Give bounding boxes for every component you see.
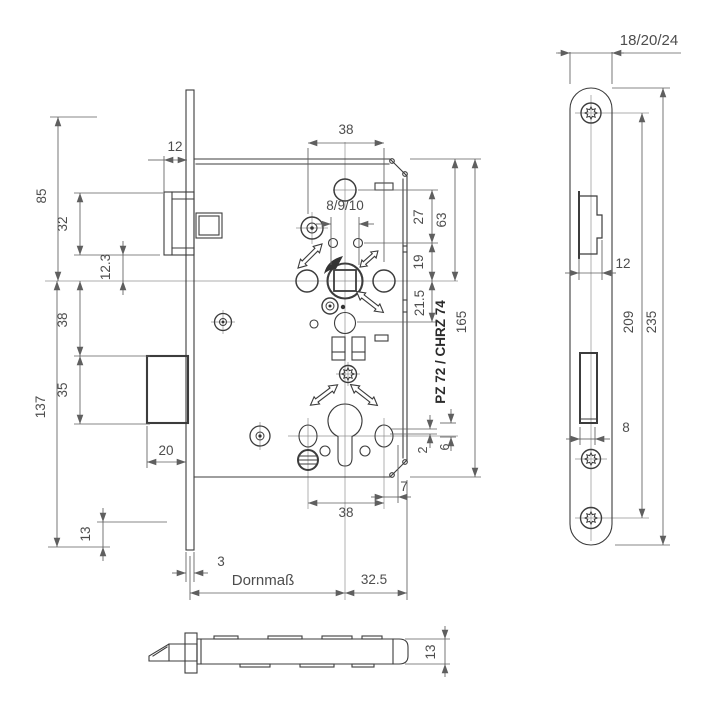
lower-hole — [333, 311, 357, 335]
follower-stop-wedge — [324, 256, 343, 274]
dim-latch-to-center-label: 12.3 — [98, 254, 113, 280]
bottom-dimensions — [405, 626, 450, 677]
euro-cylinder-hole — [327, 403, 363, 467]
dim-19-label: 19 — [411, 254, 426, 269]
arrow-follower-upper-left-icon — [297, 243, 323, 269]
bottom-faceplate — [184, 632, 198, 674]
dim-137-label: 137 — [33, 396, 48, 419]
dim-deadbolt-cutout-label: 8 — [622, 420, 630, 435]
dim-latch-cutout-label: 12 — [615, 256, 630, 271]
dim-case-thickness-label: 13 — [423, 644, 438, 659]
arrow-follower-upper-right-icon — [359, 250, 379, 268]
dim-latch-height-label: 32 — [55, 216, 70, 231]
dim-7-label: 7 — [400, 479, 408, 494]
spindle-hole-right — [352, 237, 364, 249]
slotted-screw — [297, 449, 319, 471]
dim-case-height-label: 165 — [454, 311, 469, 334]
faceplate — [185, 89, 195, 551]
faceplate-outline — [569, 87, 613, 546]
handle-follower — [324, 256, 364, 300]
dim-85-label: 85 — [34, 188, 49, 203]
upper-hole — [333, 178, 357, 202]
arrow-cylinder-right-icon — [349, 383, 379, 407]
bottom-tabs — [213, 635, 383, 668]
spindle-hole-left — [327, 237, 339, 249]
dim-top-spacing-label: 38 — [338, 122, 353, 137]
dim-deadbolt-throw-label: 20 — [158, 443, 173, 458]
direction-arrows — [297, 243, 385, 407]
faceplate-screw-mid — [580, 448, 602, 470]
front-view — [145, 89, 408, 551]
small-hole-left — [309, 319, 319, 329]
dim-oval-spacing-label: 38 — [338, 505, 353, 520]
oval-hole-right — [374, 424, 394, 448]
faceplate-screw-bottom — [579, 506, 603, 530]
dim-latch-protrusion-label: 12 — [167, 139, 182, 154]
faceplate-dimensions — [556, 49, 681, 546]
dim-2-label: 2 — [416, 446, 430, 453]
dim-63-label: 63 — [434, 212, 449, 227]
dim-215-label: 21.5 — [412, 290, 427, 316]
screw-center — [321, 297, 339, 315]
latch-bolt — [163, 191, 223, 256]
side-hole-left — [295, 269, 319, 293]
arrow-cylinder-left-icon — [309, 384, 339, 406]
bottom-case — [196, 638, 409, 665]
dim-plate-length-label: 235 — [644, 311, 659, 334]
dim-bottom-ref-label: 13 — [78, 526, 93, 541]
lock-case — [193, 158, 408, 478]
dim-plate-thickness-label: 3 — [217, 554, 225, 569]
deadbolt-cutout — [579, 352, 598, 424]
spring-guides — [331, 336, 366, 361]
side-hole-right — [372, 269, 396, 293]
dim-screw-spacing-label: 209 — [621, 311, 636, 334]
centerlines — [45, 95, 649, 600]
deadbolt — [145, 354, 190, 425]
screw-upper-left — [300, 216, 324, 240]
front-dimensions — [48, 116, 481, 600]
screw-case-left — [213, 312, 233, 332]
dim-case-back-label: 32.5 — [361, 572, 387, 587]
backset-label: Dornmaß — [232, 572, 295, 589]
faceplate-screw-top — [580, 102, 602, 124]
bottom-view — [148, 632, 409, 674]
dim-center-to-deadbolt-label: 38 — [55, 312, 70, 327]
arrow-follower-lower-right-icon — [355, 290, 385, 314]
screw-mid-left — [249, 425, 271, 447]
dim-6-label: 6 — [438, 443, 452, 450]
latch-cutout — [578, 191, 603, 259]
oval-hole-left — [298, 424, 318, 448]
pivot-dot — [340, 304, 346, 310]
small-hole-cyl-right — [359, 445, 371, 457]
dim-deadbolt-height-label: 35 — [55, 382, 70, 397]
lock-type-label: PZ 72 / CHRZ 74 — [433, 300, 448, 404]
dim-spindle-sizes-label: 8/9/10 — [326, 198, 364, 213]
mid-slot — [374, 334, 389, 342]
dim-27-label: 27 — [411, 209, 426, 224]
screw-lower-center — [338, 364, 358, 384]
faceplate-view — [569, 87, 613, 546]
dim-plate-width-label: 18/20/24 — [620, 32, 678, 49]
small-hole-cyl-left — [319, 445, 331, 457]
bottom-latch — [148, 643, 198, 662]
